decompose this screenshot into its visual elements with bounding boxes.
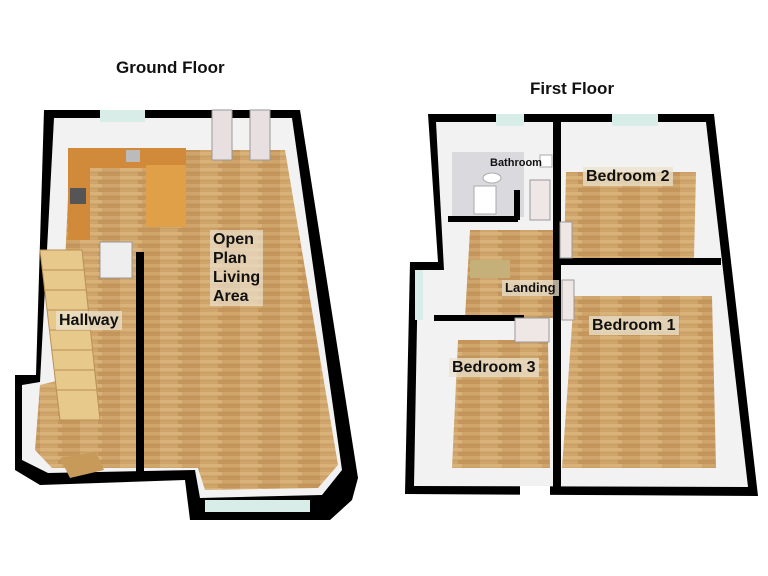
patio-door xyxy=(249,109,271,161)
label-line: Living xyxy=(213,269,261,286)
room-label-bedroom3: Bedroom 3 xyxy=(449,358,539,377)
front-door xyxy=(60,452,104,478)
doorway-gap xyxy=(520,486,550,496)
internal-wall xyxy=(514,190,520,220)
label-line: Area xyxy=(213,288,249,305)
window xyxy=(612,114,658,126)
door xyxy=(99,241,133,279)
staircase xyxy=(39,249,101,421)
room-label-landing: Landing xyxy=(502,280,559,296)
internal-wall xyxy=(448,216,518,222)
internal-wall xyxy=(434,315,524,321)
label-line: Plan xyxy=(213,250,247,267)
sink xyxy=(126,150,140,162)
window xyxy=(100,110,145,122)
internal-wall xyxy=(561,258,721,265)
toilet xyxy=(482,172,502,184)
door xyxy=(559,221,573,259)
label-line: Open xyxy=(213,231,254,248)
door xyxy=(529,179,551,221)
room-label-hallway: Hallway xyxy=(56,311,122,330)
kitchen-island xyxy=(146,165,186,227)
bedroom2-floor xyxy=(564,172,696,258)
ground-floor-title: Ground Floor xyxy=(116,58,225,77)
window xyxy=(496,114,524,126)
window xyxy=(415,270,423,320)
door xyxy=(561,279,575,321)
basin xyxy=(539,154,553,168)
door xyxy=(514,317,550,343)
first-floor-plan xyxy=(405,114,758,496)
room-label-living-area: Open Plan Living Area xyxy=(210,230,264,306)
internal-wall xyxy=(136,252,144,472)
internal-wall xyxy=(553,120,561,492)
patio-door xyxy=(211,109,233,161)
bedroom1-floor xyxy=(562,296,716,468)
first-floor-title: First Floor xyxy=(530,79,615,98)
hob xyxy=(70,188,86,204)
bath xyxy=(473,185,497,215)
window xyxy=(205,500,310,512)
room-label-bathroom: Bathroom xyxy=(490,157,542,169)
room-label-bedroom2: Bedroom 2 xyxy=(583,167,673,186)
banister xyxy=(470,260,510,278)
room-label-bedroom1: Bedroom 1 xyxy=(589,316,679,335)
